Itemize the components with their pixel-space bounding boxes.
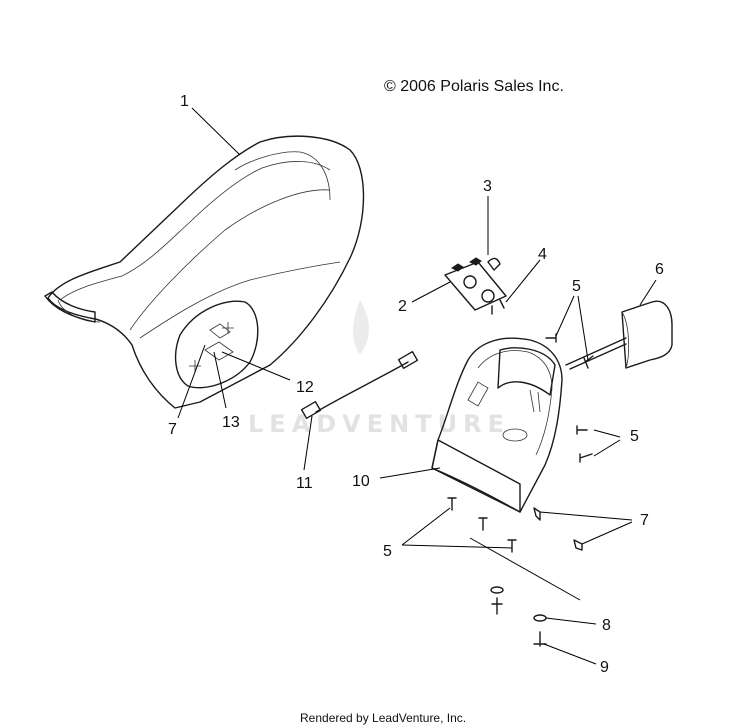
callout-3: 3 [483, 178, 492, 255]
svg-text:7: 7 [168, 421, 177, 438]
svg-text:5: 5 [572, 278, 581, 295]
svg-text:5: 5 [630, 428, 639, 445]
copyright-text: © 2006 Polaris Sales Inc. [384, 78, 564, 95]
svg-text:1: 1 [180, 93, 189, 110]
svg-text:6: 6 [655, 261, 664, 278]
callout-1: 1 [180, 93, 241, 156]
svg-text:12: 12 [296, 379, 314, 396]
watermark: LEADVENTURE [248, 300, 510, 438]
svg-text:11: 11 [296, 475, 313, 492]
screws-right[interactable] [576, 425, 593, 463]
svg-text:3: 3 [483, 178, 492, 195]
footer-credit: Rendered by LeadVenture, Inc. [300, 711, 466, 725]
callout-10: 10 [352, 467, 441, 490]
callout-12: 12 [221, 351, 314, 396]
callout-8: 8 [545, 617, 611, 634]
tail-light-part[interactable] [565, 300, 673, 370]
svg-text:10: 10 [352, 473, 370, 490]
screws-lower[interactable] [447, 497, 517, 553]
wire-harness-part[interactable] [300, 350, 419, 420]
svg-text:8: 8 [602, 617, 611, 634]
svg-text:2: 2 [398, 298, 407, 315]
callout-6: 6 [639, 261, 664, 306]
washer-left[interactable] [490, 586, 504, 615]
callout-5-right: 5 [593, 428, 639, 457]
callout-5-upper: 5 [555, 278, 589, 361]
svg-text:4: 4 [538, 246, 547, 263]
callout-7-right: 7 [539, 511, 649, 545]
watermark-flame-icon [353, 300, 369, 355]
callout-2: 2 [398, 281, 451, 315]
mount-plate-part[interactable] [444, 257, 507, 315]
callout-9: 9 [543, 643, 609, 676]
svg-text:5: 5 [383, 543, 392, 560]
watermark-text: LEADVENTURE [248, 410, 510, 438]
callout-7-left: 7 [168, 344, 206, 438]
clips-right[interactable] [533, 507, 583, 551]
washer-part[interactable] [533, 614, 547, 622]
svg-text:13: 13 [222, 414, 240, 431]
storage-bin-part[interactable] [431, 337, 563, 513]
svg-text:7: 7 [640, 512, 649, 529]
callout-4: 4 [505, 246, 547, 303]
callout-11: 11 [296, 415, 313, 492]
callout-13: 13 [213, 351, 240, 431]
seat-part[interactable] [44, 135, 365, 409]
callout-5-lower: 5 [383, 507, 581, 601]
svg-text:9: 9 [600, 659, 609, 676]
